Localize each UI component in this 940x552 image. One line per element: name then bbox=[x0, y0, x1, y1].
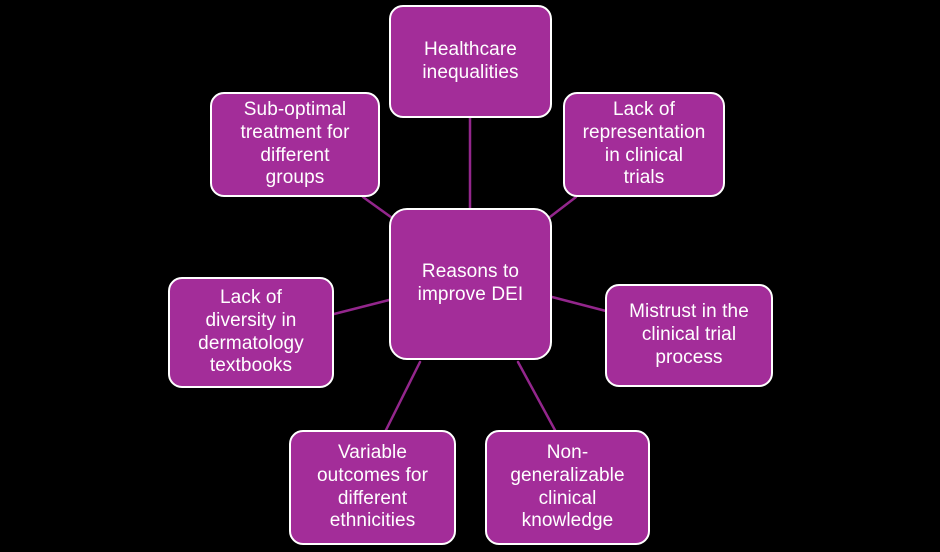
node-label-lack-of-representation: Lack of representation in clinical trial… bbox=[582, 98, 706, 189]
center-to-lack-of-representation bbox=[544, 195, 578, 222]
node-label-variable-outcomes-ethnicities: Variable outcomes for different ethnicit… bbox=[316, 441, 429, 532]
node-label-mistrust-clinical-trial-process: Mistrust in the clinical trial process bbox=[629, 301, 749, 368]
node-non-generalizable-knowledge[interactable]: Non- generalizable clinical knowledge bbox=[485, 430, 650, 545]
center-to-mistrust bbox=[550, 295, 608, 313]
node-label-healthcare-inequalities: Healthcare inequalities bbox=[422, 38, 519, 83]
center-node-label: Reasons to improve DEI bbox=[417, 261, 524, 305]
node-sub-optimal-treatment[interactable]: Sub-optimal treatment for different grou… bbox=[210, 92, 380, 197]
center-to-variable-outcomes bbox=[383, 360, 422, 434]
node-healthcare-inequalities[interactable]: Healthcare inequalities bbox=[389, 5, 552, 118]
node-label-non-generalizable-knowledge: Non- generalizable clinical knowledge bbox=[510, 441, 625, 532]
node-lack-of-representation[interactable]: Lack of representation in clinical trial… bbox=[563, 92, 725, 197]
center-to-non-generalizable bbox=[516, 360, 558, 434]
node-mistrust-clinical-trial-process[interactable]: Mistrust in the clinical trial process bbox=[605, 284, 773, 387]
node-lack-of-diversity-textbooks[interactable]: Lack of diversity in dermatology textboo… bbox=[168, 277, 334, 388]
node-label-lack-of-diversity-textbooks: Lack of diversity in dermatology textboo… bbox=[198, 286, 304, 377]
node-label-sub-optimal-treatment: Sub-optimal treatment for different grou… bbox=[240, 98, 350, 189]
node-variable-outcomes-ethnicities[interactable]: Variable outcomes for different ethnicit… bbox=[289, 430, 456, 545]
center-node-reasons-to-improve-dei[interactable]: Reasons to improve DEI bbox=[389, 208, 552, 360]
center-to-lack-of-diversity bbox=[332, 298, 391, 316]
